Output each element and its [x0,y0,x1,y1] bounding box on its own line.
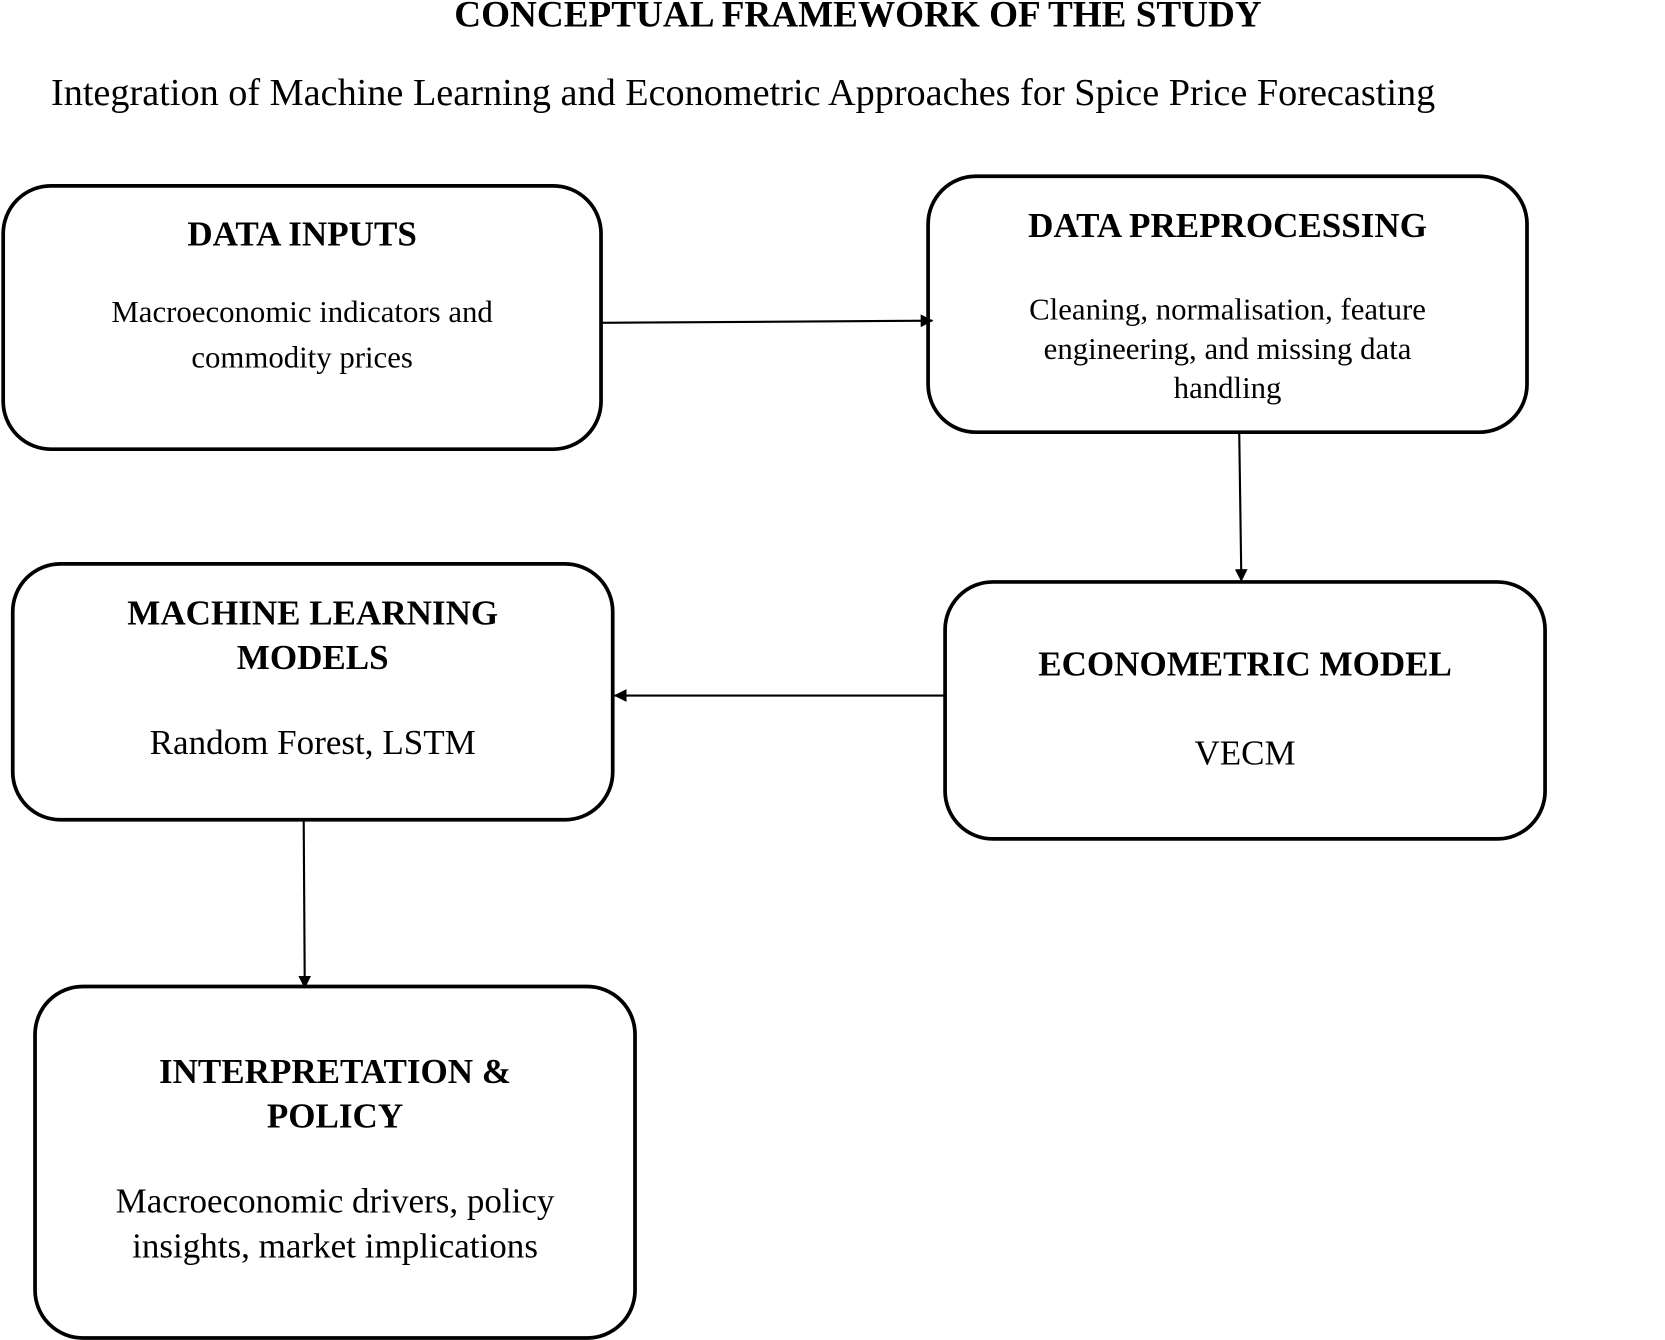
ml-models-heading: MODELS [236,639,389,678]
econometric-content: ECONOMETRIC MODEL VECM [945,642,1545,776]
box-econometric-model [943,580,1547,841]
box-data-preprocessing [926,174,1529,435]
data-inputs-content: DATA INPUTS Macroeconomic indicators and… [3,212,601,378]
box-data-inputs [1,183,603,452]
preprocessing-content: DATA PREPROCESSING Cleaning, normalisati… [928,204,1527,409]
interpretation-content: INTERPRETATION & POLICY Macroeconomic dr… [35,1050,635,1269]
diagram-subtitle: Integration of Machine Learning and Econ… [50,71,1436,114]
arrow-ml-to-interpretation [298,820,312,989]
econometric-heading: ECONOMETRIC MODEL [1038,645,1452,684]
ml-models-text: Random Forest, LSTM [149,724,476,763]
ml-models-content: MACHINE LEARNING MODELS Random Forest, L… [13,591,613,765]
arrow-inputs-to-preprocessing [602,314,934,328]
interpretation-text: insights, market implications [132,1227,538,1266]
interpretation-text: Macroeconomic drivers, policy [115,1182,555,1222]
ml-models-heading: MACHINE LEARNING [127,594,499,633]
data-inputs-text: Macroeconomic indicators and [111,295,493,330]
interpretation-heading: POLICY [266,1098,404,1137]
data-inputs-text: commodity prices [191,340,413,375]
econometric-text: VECM [1194,734,1296,774]
interpretation-heading: INTERPRETATION & [158,1053,512,1092]
arrow-preprocessing-to-econometric [1234,433,1248,582]
diagram-title: CONCEPTUAL FRAMEWORK OF THE STUDY [454,0,1262,36]
box-interpretation-policy [33,984,637,1340]
data-inputs-heading: DATA INPUTS [187,215,417,254]
preprocessing-text: handling [1173,371,1282,406]
preprocessing-text: Cleaning, normalisation, feature [1029,293,1426,328]
preprocessing-text: engineering, and missing data [1043,332,1412,367]
preprocessing-heading: DATA PREPROCESSING [1028,207,1427,246]
box-ml-models [10,562,615,822]
